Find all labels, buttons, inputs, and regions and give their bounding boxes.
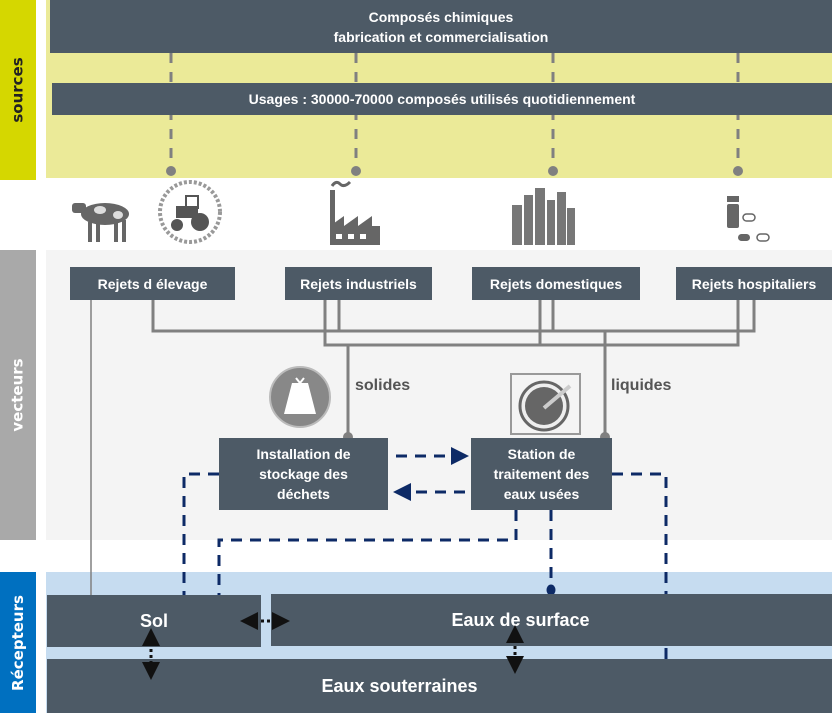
liquides-label: liquides [611, 377, 672, 394]
usages-box: Usages : 30000-70000 composés utilisés q… [52, 83, 832, 115]
rejets-collectors [151, 300, 756, 437]
rejets-domestiques-box: Rejets domestiques [472, 267, 640, 300]
sources-label: sources [0, 0, 36, 180]
vecteurs-label: vecteurs [0, 250, 36, 540]
rejets-hospitaliers-box: Rejets hospitaliers [676, 267, 832, 300]
rejets-industriels-box: Rejets industriels [285, 267, 432, 300]
sol-box: Sol [47, 595, 261, 647]
rejets-elevage-box: Rejets d élevage [70, 267, 235, 300]
solides-label: solides [355, 377, 411, 394]
eaux-souterraines-box: Eaux souterraines [47, 659, 832, 713]
eaux-surface-box: Eaux de surface [271, 594, 832, 646]
recepteurs-label: Récepteurs [0, 572, 36, 713]
